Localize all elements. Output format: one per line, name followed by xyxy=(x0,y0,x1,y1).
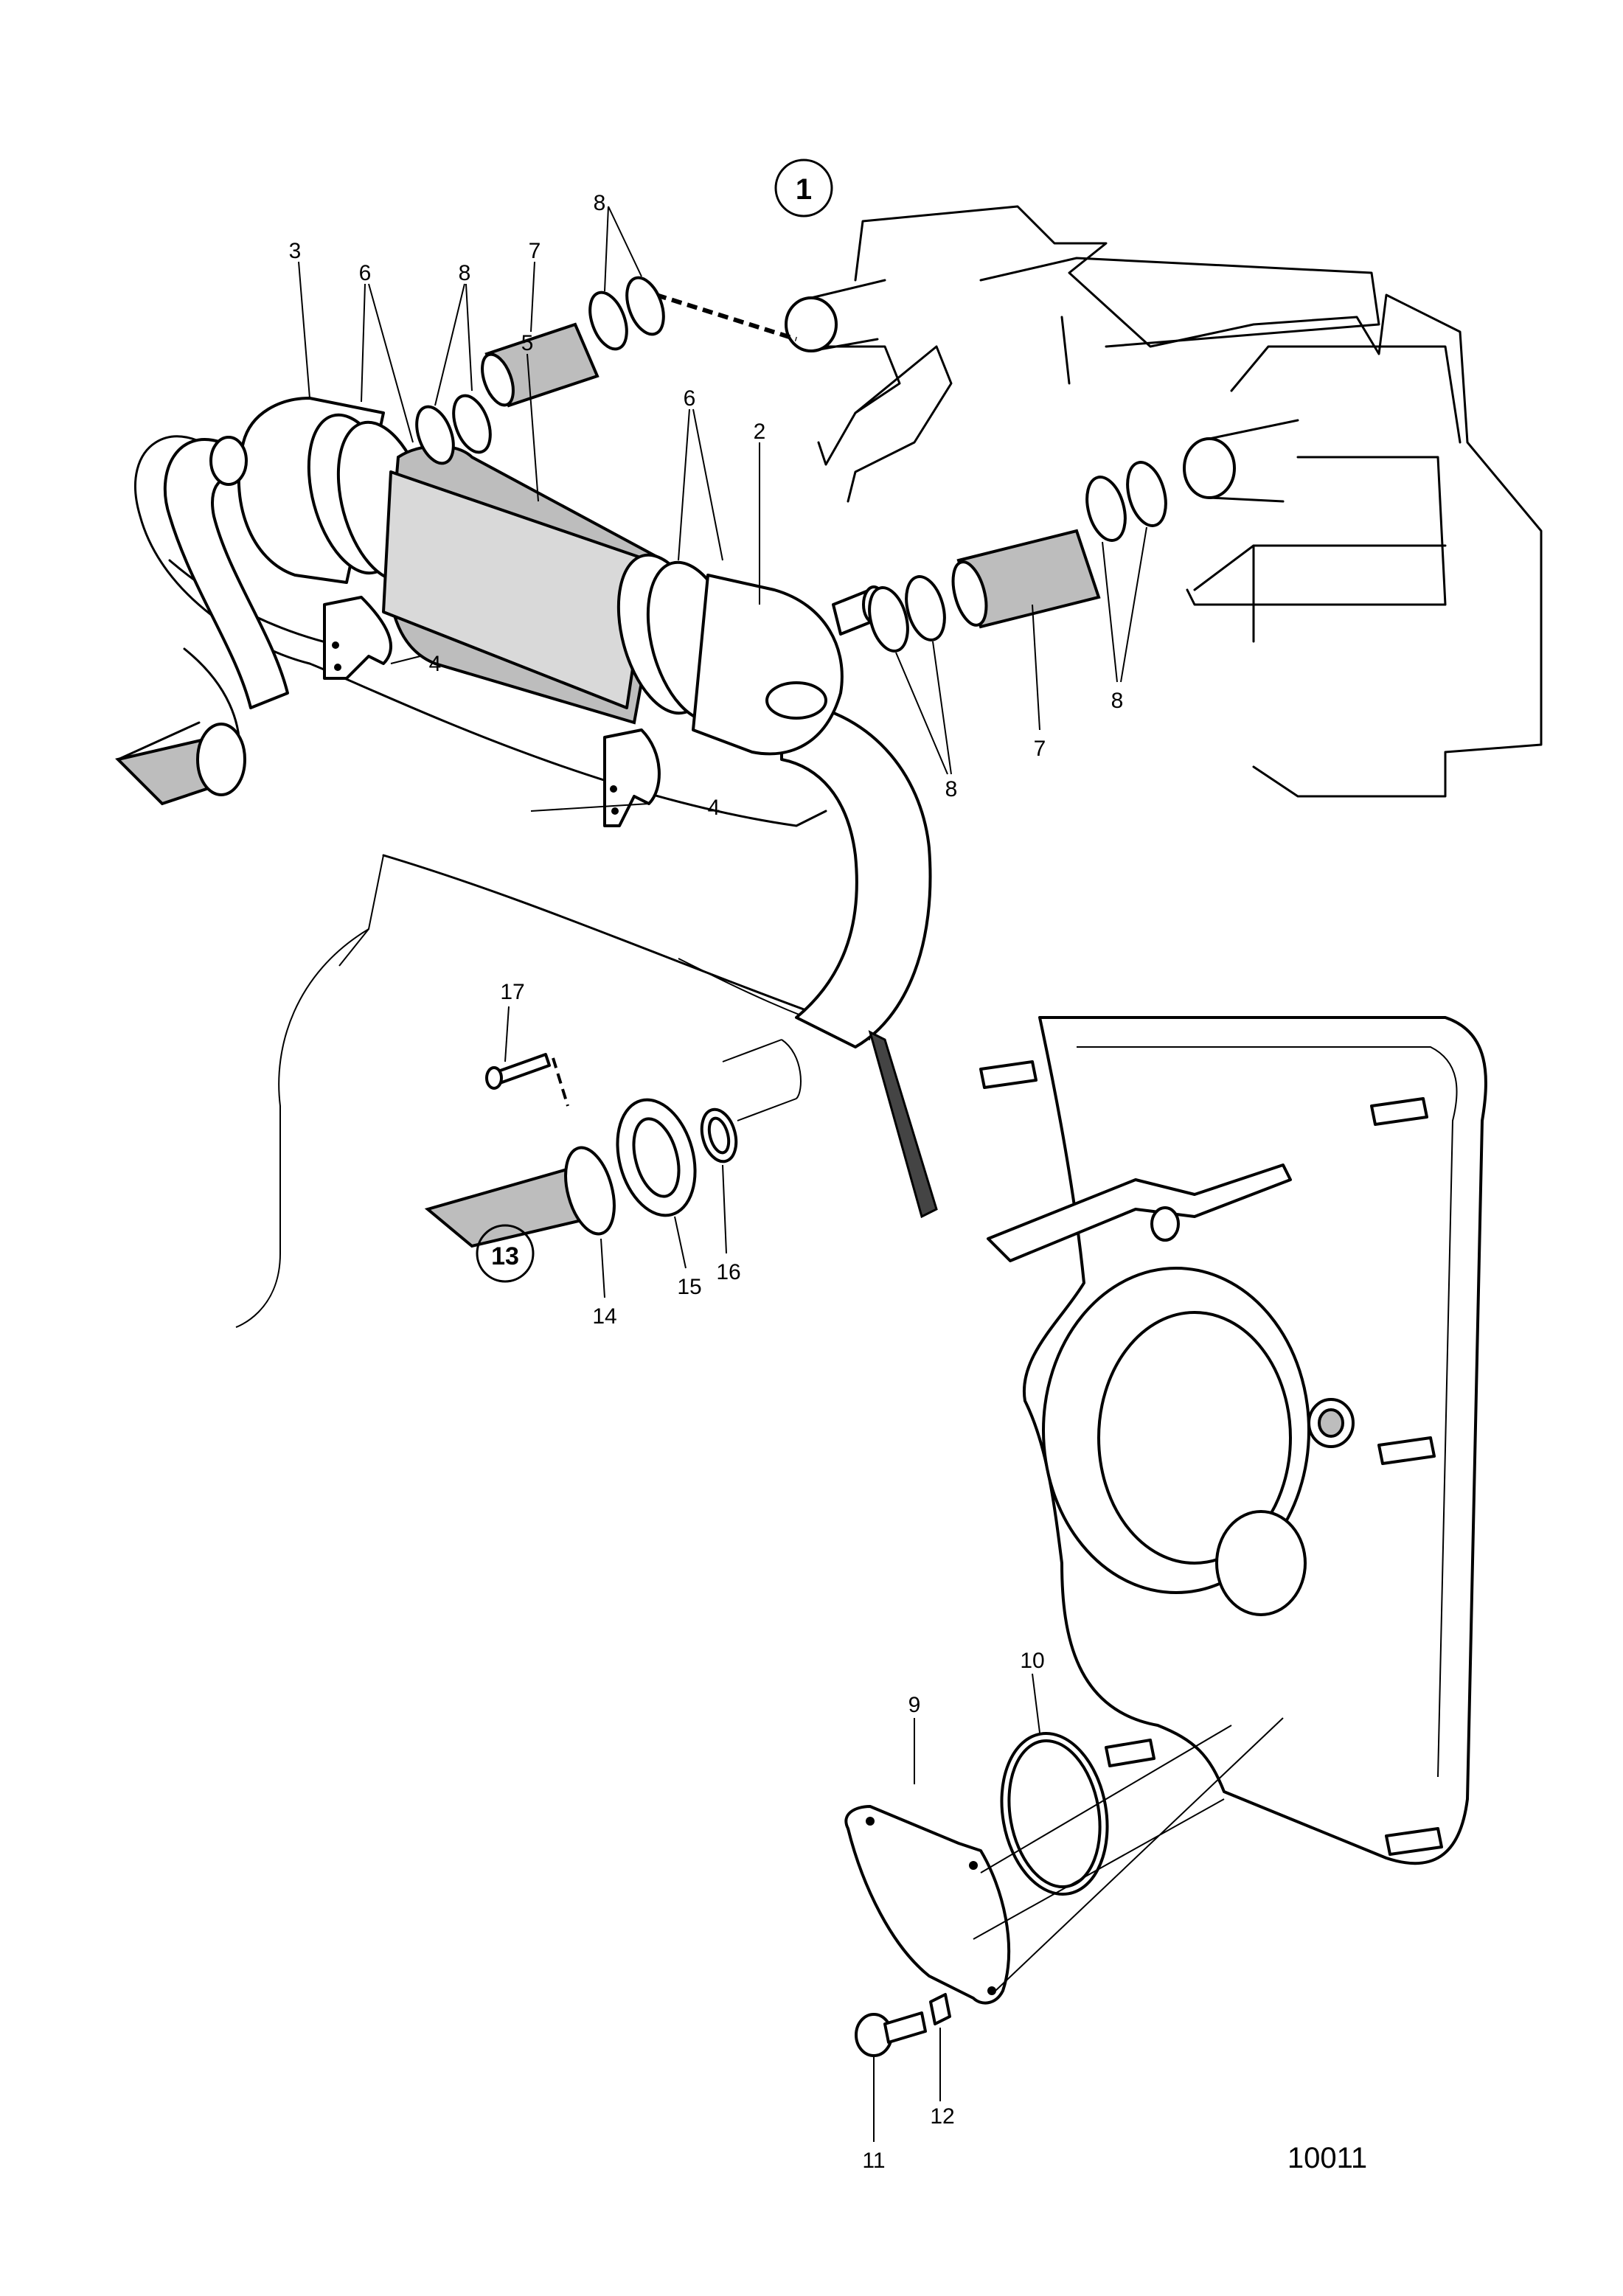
label-8-lower-left: 8 xyxy=(945,777,958,801)
assembly-guide-lines xyxy=(973,1717,1284,1991)
silencer-assembly xyxy=(209,397,886,756)
clamps-8-lower-left xyxy=(868,575,946,653)
svg-text:13: 13 xyxy=(491,1242,519,1270)
label-12: 12 xyxy=(930,2104,954,2129)
housing-studs xyxy=(979,1060,1443,1856)
variant-marker-13: 13 xyxy=(476,1224,535,1283)
clamps-8-upper-right xyxy=(588,276,665,351)
label-8-upper-left: 8 xyxy=(459,261,471,285)
variant-marker-1: 1 xyxy=(774,159,833,218)
screw-17 xyxy=(485,1053,551,1090)
label-14: 14 xyxy=(592,1304,616,1329)
label-15: 15 xyxy=(677,1275,701,1299)
seal-ring-16 xyxy=(700,1107,738,1163)
cover-plate-9 xyxy=(844,1805,1011,2005)
washer-12 xyxy=(929,1993,951,2025)
end-cap-2 xyxy=(692,574,844,756)
label-3: 3 xyxy=(289,239,302,263)
outlet-pipe-14 xyxy=(424,1146,616,1248)
flange-15 xyxy=(616,1098,697,1217)
label-8-upper-right: 8 xyxy=(594,191,606,215)
hose-7-upper xyxy=(481,322,599,408)
leader-lines xyxy=(298,206,1147,2142)
bracket-4-upper xyxy=(323,596,392,680)
label-7-lower: 7 xyxy=(1034,737,1046,761)
svg-text:1: 1 xyxy=(796,173,812,206)
clamps-8-lower-right xyxy=(1085,461,1167,542)
label-2: 2 xyxy=(754,420,766,444)
screw-17-dashed-line xyxy=(552,1057,569,1107)
label-4-lower: 4 xyxy=(708,796,720,820)
engine-block-outline xyxy=(785,205,1543,798)
exhaust-outlet-left xyxy=(115,721,246,806)
label-5: 5 xyxy=(521,331,534,355)
label-17: 17 xyxy=(500,980,524,1004)
hose-7-lower xyxy=(951,529,1101,629)
label-11: 11 xyxy=(862,2149,885,2173)
bracket-4-lower xyxy=(603,728,661,827)
clamps-8-upper-left xyxy=(415,394,492,465)
label-8-lower-right: 8 xyxy=(1111,689,1124,713)
exhaust-pipe-bend xyxy=(163,438,932,1048)
screw-11 xyxy=(855,2011,927,2057)
flywheel-housing xyxy=(979,1016,1487,1865)
label-7-upper: 7 xyxy=(529,239,541,263)
drawing-number: 10011 xyxy=(1287,2142,1367,2174)
label-4-upper: 4 xyxy=(429,652,442,676)
connection-dashed-line xyxy=(656,293,797,341)
o-ring-10 xyxy=(1000,1731,1109,1896)
hull-hatching xyxy=(868,1030,938,1219)
label-9: 9 xyxy=(908,1693,921,1717)
label-16: 16 xyxy=(716,1260,740,1284)
part-labels: 3 6 8 7 8 5 6 2 4 4 8 7 8 17 14 15 16 9 … xyxy=(289,191,1124,2173)
outlet-guide-lines xyxy=(722,1039,802,1121)
label-6-left: 6 xyxy=(359,261,372,285)
label-10: 10 xyxy=(1020,1649,1044,1673)
label-6-right: 6 xyxy=(684,386,696,411)
